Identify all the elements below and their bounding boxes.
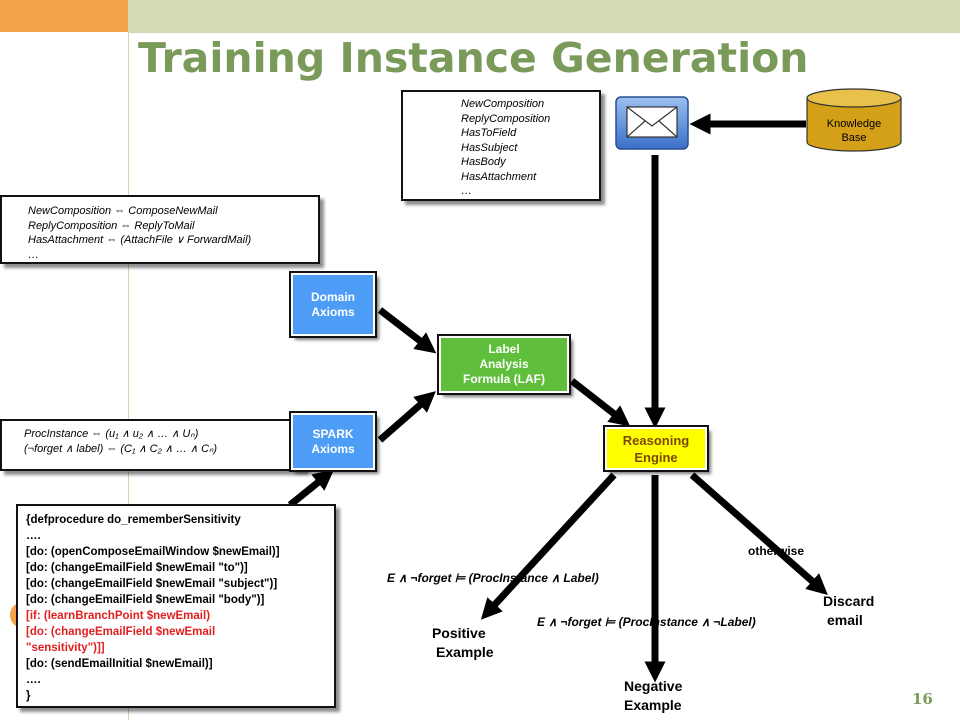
- code-line: [do: (changeEmailField $newEmail "to")]: [26, 562, 248, 574]
- domain-axiom-line: ReplyComposition ⇔ ReplyToMail: [28, 219, 195, 232]
- positive-example-text: Positive: [431, 625, 486, 641]
- negative-example-text: Negative: [624, 678, 683, 694]
- domain-axiom-text: NewComposition ⇔ ComposeNewMail ReplyCom…: [0, 195, 320, 264]
- knowledge-base: Knowledge Base: [806, 88, 902, 152]
- discard-email-label: Discard email: [823, 592, 874, 630]
- header-accent-orange: [0, 0, 128, 32]
- code-line: ….: [26, 674, 41, 686]
- laf-label: Analysis: [479, 357, 529, 371]
- spark-axiom-line: (¬forget ∧ label) ⇔ (C₁ ∧ C₂ ∧ … ∧ Cₙ): [24, 442, 218, 455]
- arrow-laf-to-engine: [569, 378, 631, 427]
- laf-label: Formula (LAF): [463, 372, 545, 386]
- domain-axiom-line: HasAttachment ⇔ (AttachFile ∨ ForwardMai…: [28, 234, 252, 246]
- code-line: }: [26, 690, 31, 702]
- arrow-engine-to-discard: [689, 472, 828, 595]
- vertical-rule: [128, 32, 129, 720]
- positive-example-text: Example: [436, 644, 494, 660]
- code-line-highlighted: [do: (changeEmailField $newEmail: [26, 626, 216, 638]
- attribute-item: HasToField: [461, 127, 517, 139]
- code-line: [do: (changeEmailField $newEmail "subjec…: [26, 578, 278, 590]
- code-line: [do: (sendEmailInitial $newEmail)]: [26, 658, 213, 670]
- attribute-item: ReplyComposition: [461, 112, 551, 125]
- arrow-engine-to-positive: [480, 472, 617, 620]
- domain-axiom-line: …: [28, 248, 39, 261]
- negative-example-text: Example: [624, 697, 682, 713]
- code-line: ….: [26, 530, 41, 542]
- domain-axioms-label: Domain: [310, 289, 355, 304]
- domain-axiom-line: NewComposition ⇔ ComposeNewMail: [28, 205, 218, 217]
- negative-formula: E ∧ ¬forget ⊨ (ProcInstance ∧ ¬Label): [537, 615, 756, 629]
- laf-box: Label Analysis Formula (LAF): [437, 334, 571, 395]
- code-line: [do: (changeEmailField $newEmail "body")…: [26, 594, 265, 606]
- arrow-spark-to-laf: [377, 391, 436, 443]
- spark-axioms-label: SPARK: [312, 426, 354, 441]
- attribute-item: NewComposition: [461, 98, 545, 110]
- page-number: 16: [912, 690, 933, 708]
- positive-example-label: Positive Example: [424, 624, 494, 662]
- envelope-icon: [615, 96, 691, 151]
- code-line: [do: (openComposeEmailWindow $newEmail)]: [26, 546, 280, 558]
- reasoning-engine-label: Engine: [634, 449, 678, 465]
- reasoning-engine-label: Reasoning: [622, 432, 690, 448]
- attribute-item: HasBody: [461, 156, 506, 168]
- code-line-highlighted: [if: (learnBranchPoint $newEmail): [26, 610, 211, 622]
- spark-axioms-label: Axioms: [311, 441, 355, 456]
- database-icon: [806, 88, 902, 152]
- otherwise-label: otherwise: [748, 544, 805, 558]
- arrow-code-to-spark: [287, 469, 335, 508]
- attribute-item: …: [461, 185, 472, 197]
- positive-formula: E ∧ ¬forget ⊨ (ProcInstance ∧ Label): [387, 571, 599, 585]
- laf-label: Label: [488, 342, 520, 356]
- knowledge-base-label: Base: [841, 132, 867, 144]
- procedure-code-box: {defprocedure do_rememberSensitivity …. …: [16, 504, 336, 708]
- reasoning-engine-box: Reasoning Engine: [603, 425, 709, 472]
- negative-example-label: Negative Example: [624, 677, 682, 715]
- spark-axioms-box: SPARK Axioms: [289, 411, 377, 472]
- slide-title: Training Instance Generation: [138, 34, 809, 82]
- attribute-list-box: NewComposition ReplyComposition HasToFie…: [401, 90, 601, 201]
- attribute-item: HasSubject: [461, 141, 518, 154]
- domain-axioms-label: Axioms: [311, 304, 355, 319]
- spark-axiom-line: ProcInstance ⇔ (u₁ ∧ u₂ ∧ … ∧ Uₙ): [24, 428, 199, 440]
- header-accent-green: [128, 0, 960, 32]
- spark-axiom-text: ProcInstance ⇔ (u₁ ∧ u₂ ∧ … ∧ Uₙ) (¬forg…: [0, 419, 305, 471]
- code-line-highlighted: "sensitivity")]]: [26, 642, 105, 654]
- arrow-domain-to-laf: [377, 307, 437, 354]
- code-line: {defprocedure do_rememberSensitivity: [26, 514, 241, 526]
- knowledge-base-label: Knowledge: [826, 118, 882, 130]
- horizontal-rule: [128, 32, 960, 33]
- discard-email-text: Discard: [823, 593, 875, 609]
- domain-axioms-box: Domain Axioms: [289, 271, 377, 338]
- discard-email-text: email: [827, 612, 863, 628]
- attribute-item: HasAttachment: [461, 170, 537, 183]
